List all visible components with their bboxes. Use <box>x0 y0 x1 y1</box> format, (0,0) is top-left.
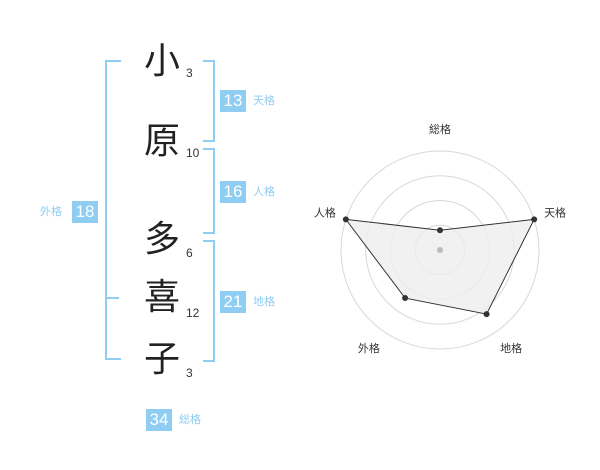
radar-center-dot <box>437 247 443 253</box>
gaikaku-value: 18 <box>72 201 98 223</box>
name-char-2: 原 <box>143 121 180 162</box>
soukaku-value: 34 <box>146 409 172 431</box>
radar-point-3 <box>483 311 490 318</box>
gaikaku-split-tick <box>105 297 119 299</box>
radar-point-5 <box>342 216 349 223</box>
radar-area <box>344 218 536 315</box>
stroke-count-5: 3 <box>186 366 193 380</box>
stroke-count-4: 12 <box>186 306 200 320</box>
stroke-count-1: 3 <box>186 66 193 80</box>
jinkaku-bracket <box>203 148 215 234</box>
radar-axis-label-1: 総格 <box>429 122 451 136</box>
radar-axis-label-4: 外格 <box>358 341 380 355</box>
name-char-1: 小 <box>143 41 180 82</box>
radar-axis-label-3: 地格 <box>500 341 522 355</box>
jinkaku-label: 人格 <box>253 185 275 198</box>
tenkaku-bracket <box>203 60 215 142</box>
radar-point-4 <box>402 295 409 302</box>
chikaku-bracket <box>203 240 215 362</box>
radar-axis-label-2: 天格 <box>544 206 566 220</box>
tenkaku-value: 13 <box>220 90 246 112</box>
tenkaku-label: 天格 <box>253 94 275 107</box>
chikaku-value: 21 <box>220 291 246 313</box>
jinkaku-value: 16 <box>220 181 246 203</box>
chikaku-label: 地格 <box>253 295 275 308</box>
name-char-4: 喜 <box>143 277 180 318</box>
soukaku-label: 総格 <box>179 413 201 426</box>
radar-axis-label-5: 人格 <box>314 206 336 220</box>
radar-point-2 <box>531 216 538 223</box>
name-char-5: 子 <box>143 339 180 380</box>
name-char-3: 多 <box>143 219 180 260</box>
stroke-count-2: 10 <box>186 146 200 160</box>
gaikaku-label: 外格 <box>40 205 62 218</box>
gaikaku-bracket <box>105 60 121 360</box>
radar-ring-4 <box>340 150 540 350</box>
radar-point-1 <box>437 227 443 234</box>
stroke-count-3: 6 <box>186 246 193 260</box>
